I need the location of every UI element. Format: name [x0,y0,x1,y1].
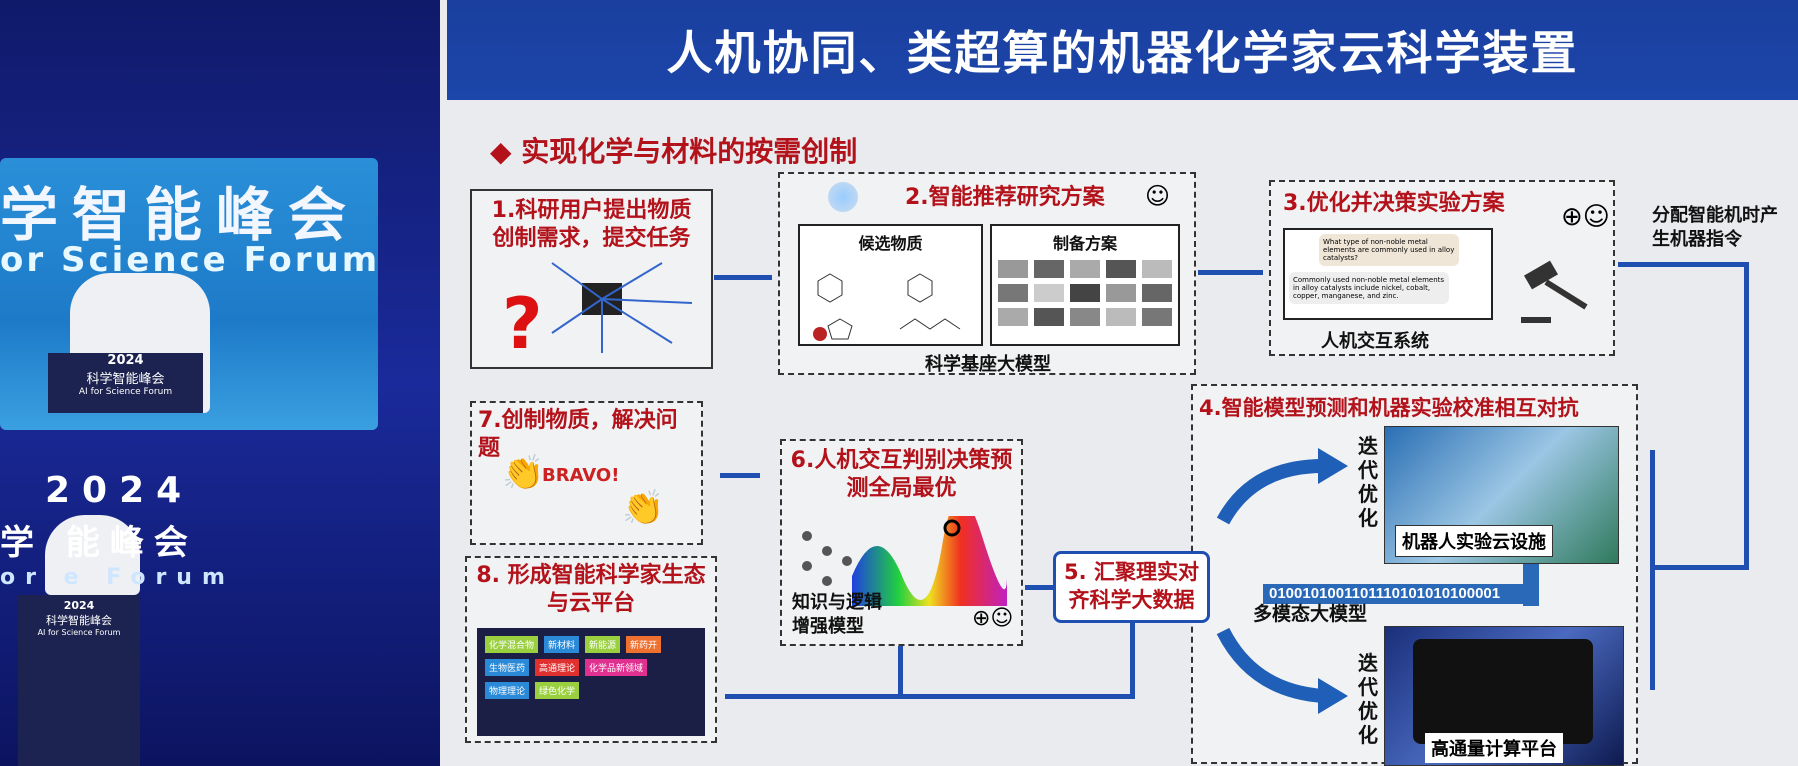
eco-tag: 新药开 [626,636,662,653]
step2-title: 2.智能推荐研究方案 [905,185,1105,210]
arrow-6-7 [720,473,760,478]
chat-question: What type of non-noble metal elements ar… [1319,234,1459,266]
chat-panel: What type of non-noble metal elements ar… [1283,228,1493,320]
iterate-arrow-up [1216,448,1348,525]
iterate-arrow-down [1216,627,1348,714]
podium-2: 2024 科学智能峰会 AI for Science Forum [18,595,140,766]
arrow-6-down [898,646,903,696]
slide-subtitle: ◆ 实现化学与材料的按需创制 [490,135,858,168]
iterate-label-bottom: 迭代优化 [1358,651,1378,747]
forum-title: 学 能峰会 [0,523,198,563]
ai-head-icon: ☺ [1145,182,1171,210]
binary-arrow: 0100101001101110101010100001 [1263,584,1523,604]
eco-tag: 生物医药 [485,659,530,676]
year-text: 2024 [45,470,194,511]
iterate-label-top: 迭代优化 [1358,434,1378,530]
step4-title: 4.智能模型预测和机器实验校准相互对抗 [1199,396,1579,420]
step6-box: 6.人机交互判别决策预测全局最优 知识与逻辑增强模型 ⊕☺ [780,439,1023,646]
preparation-panel: 制备方案 [990,224,1180,346]
step2-caption: 科学基座大模型 [925,354,1051,375]
eco-tag: 物理理论 [485,682,530,699]
step7-box: 7.创制物质，解决问题 BRAVO! 👏 👏 [470,401,703,545]
arrow-side-h [1618,262,1748,267]
eco-tag: 绿色化学 [535,682,580,699]
slide-title: 人机协同、类超算的机器化学家云科学装置 [666,26,1579,80]
multimodal-label: 多模态大模型 [1253,603,1368,625]
step3-caption: 人机交互系统 [1321,331,1429,352]
molecule-structures [813,273,961,341]
venue-screen: 学智能峰会 or Science Forum 2024 科学智能峰会 AI fo… [0,158,378,430]
arrow-5-6 [1025,585,1053,590]
step1-title: 1.科研用户提出物质创制需求，提交任务 [491,198,692,251]
arrow-to-8 [725,694,1135,699]
speaker-2 [45,515,140,595]
candidate-panel: 候选物质 [798,224,983,346]
eco-tag: 新能源 [585,636,621,653]
preparation-label: 制备方案 [1052,234,1117,253]
step3-title: 3.优化并决策实验方案 [1283,191,1505,216]
podium: 2024 科学智能峰会 AI for Science Forum [48,353,203,413]
arrow-1-2 [714,275,772,280]
hpc-caption: 高通量计算平台 [1425,733,1563,763]
step7-title: 7.创制物质，解决问题 [478,408,678,461]
robot-lab-caption: 机器人实验云设施 [1395,525,1553,557]
eco-tag: 化学混合物 [485,636,539,653]
slide-header: 人机协同、类超算的机器化学家云科学装置 [447,0,1798,100]
candidate-label: 候选物质 [858,234,923,253]
forum-subtitle: or e Forum [0,565,235,590]
step5-box: 5. 汇聚理实对齐科学大数据 [1053,551,1210,623]
screen-subtitle: or Science Forum [0,240,381,280]
svg-text:?: ? [502,283,543,363]
ecosystem-image: 化学混合物 新材料 新能源 新药开 生物医药 高通理论 化学品新领域 物理理论 … [477,628,705,736]
clapping-hands-icon: 👏 [502,453,545,493]
ai-head-icon: ⊕☺ [1561,202,1610,232]
screen-title: 学智能峰会 [0,181,361,249]
clapping-hands-icon: 👏 [622,488,665,528]
molecule-icon [828,182,858,212]
arrow-2-3 [1198,270,1263,275]
network-users-icon: ? [502,262,693,363]
step8-title: 8. 形成智能科学家生态与云平台 [476,563,706,616]
chat-answer: Commonly used non-noble metal elements i… [1289,272,1449,304]
step6-title: 6.人机交互判别决策预测全局最优 [790,448,1013,501]
eco-tag: 化学品新领域 [585,659,648,676]
eco-tag: 高通理论 [535,659,580,676]
step8-box: 8. 形成智能科学家生态与云平台 化学混合物 新材料 新能源 新药开 生物医药 … [465,556,717,743]
step5-title: 5. 汇聚理实对齐科学大数据 [1064,560,1199,612]
binary-arrow-stem [1523,564,1539,606]
arrow-5-down [1130,623,1135,699]
robot-lab-image: 机器人实验云设施 [1384,426,1619,564]
ai-head-icon: ⊕☺ [972,606,1014,631]
lab-equipment-icons [992,254,1178,332]
bravo-text: BRAVO! [542,465,620,486]
optimization-landscape [802,516,1007,606]
gavel-icon [1521,260,1588,323]
screen-device [1413,639,1593,744]
arrow-side-in [1650,565,1748,570]
step4-box: 4.智能模型预测和机器实验校准相互对抗 迭代优化 机器人实验云设施 010010… [1191,384,1638,766]
step3-box: 3.优化并决策实验方案 What type of non-noble metal… [1269,180,1615,356]
hpc-image: 高通量计算平台 [1384,626,1624,766]
arrow-side-v2 [1650,450,1655,690]
arrow-side-v [1744,262,1749,570]
step2-box: 2.智能推荐研究方案 ☺ 候选物质 制备方案 科学基座大模型 [778,172,1196,375]
side-note: 分配智能机时产生机器指令 [1652,205,1778,250]
step6-caption: 知识与逻辑增强模型 [792,592,882,637]
eco-tag: 新材料 [544,636,580,653]
step1-box: 1.科研用户提出物质创制需求，提交任务 ? [470,189,713,369]
